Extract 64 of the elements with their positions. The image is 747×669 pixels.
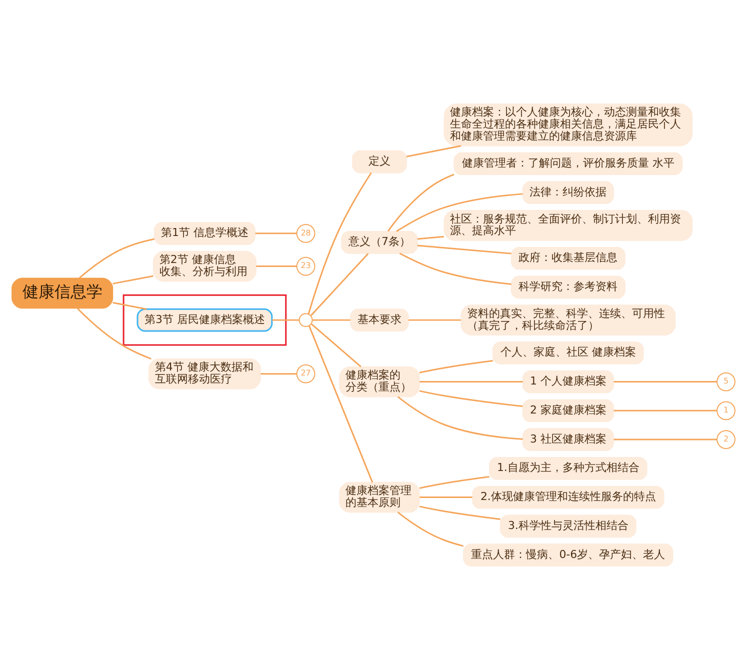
connector — [419, 505, 500, 520]
node-box: 第1节 信息学概述 — [154, 221, 256, 244]
connector — [308, 172, 372, 314]
connector — [419, 476, 490, 488]
connector — [310, 252, 369, 316]
node-circle: 5 — [716, 372, 736, 391]
cluster — [122, 294, 287, 346]
node-box: 政府：收集基层信息 — [510, 246, 626, 270]
node-circle — [298, 312, 313, 327]
node-circle: 23 — [296, 256, 316, 276]
connector — [420, 496, 472, 498]
connector — [614, 409, 717, 411]
connector — [255, 232, 297, 234]
node-box: 健康信息学 — [12, 277, 114, 308]
node-box: 1.自愿为主，多种方式相结合 — [489, 456, 648, 480]
connector — [260, 372, 297, 374]
node-circle: 27 — [296, 364, 316, 383]
node-box: 3 社区健康档案 — [522, 428, 614, 450]
connector — [419, 360, 493, 373]
node-box: 健康档案管理的基本原则 — [339, 481, 420, 512]
connector — [308, 325, 374, 482]
connector — [399, 252, 512, 284]
connector — [396, 192, 523, 232]
node-box: 第2节 健康信息收集、分析与利用 — [152, 250, 256, 282]
connector — [397, 511, 464, 546]
node-box: 资料的真实、完整、科学、连续、可用性（真完了，科比续命活了） — [460, 304, 676, 335]
connector — [614, 438, 717, 440]
node-box: 健康管理者：了解问题，评价服务质量 水平 — [454, 152, 683, 175]
node-circle: 1 — [716, 400, 736, 420]
node-box: 定义 — [352, 150, 407, 173]
node-box: 第4节 健康大数据和互联网移动医疗 — [148, 358, 261, 389]
node-box: 健康档案的分类（重点） — [339, 366, 420, 397]
node-box: 第3节 居民健康档案概述 — [136, 308, 273, 332]
connector — [112, 274, 154, 284]
node-box: 3.科学性与灵活性相结合 — [500, 514, 636, 538]
node-circle: 28 — [296, 223, 316, 242]
node-box: 法律：纠纷依据 — [522, 180, 614, 204]
connector — [311, 323, 362, 367]
connector — [78, 238, 154, 278]
connector — [408, 318, 461, 320]
connector — [406, 144, 462, 157]
node-box: 社区：服务规范、全面评价、制订计划、利用资源、提高水平 — [444, 210, 693, 240]
node-circle: 2 — [716, 430, 736, 449]
connector — [614, 380, 717, 382]
connector — [417, 235, 444, 240]
connector — [272, 318, 300, 320]
node-box: 重点人群：慢病、0-6岁、孕产妇、老人 — [463, 543, 674, 566]
node-box: 基本要求 — [350, 308, 409, 332]
connector — [387, 173, 454, 232]
connector — [417, 244, 512, 254]
connector — [419, 390, 523, 407]
node-box: 意义（7条） — [341, 230, 418, 254]
connector — [76, 307, 152, 359]
node-box: 科学研究：参考资料 — [510, 275, 626, 298]
node-box: 2.体现健康管理和连续性服务的特点 — [472, 485, 664, 508]
connector — [397, 396, 523, 440]
connector — [112, 301, 147, 310]
node-box: 1 个人健康档案 — [522, 370, 614, 393]
connector — [312, 318, 350, 320]
connector — [256, 265, 297, 267]
node-box: 2 家庭健康档案 — [522, 398, 614, 422]
node-box: 个人、家庭、社区 健康档案 — [492, 340, 644, 364]
node-box: 健康档案：以个人健康为核心，动态测量和收集生命全过程的各种健康相关信息，满足居民个人和健康管理需要建立的健康信息资源库 — [444, 102, 693, 146]
connector — [420, 380, 523, 382]
